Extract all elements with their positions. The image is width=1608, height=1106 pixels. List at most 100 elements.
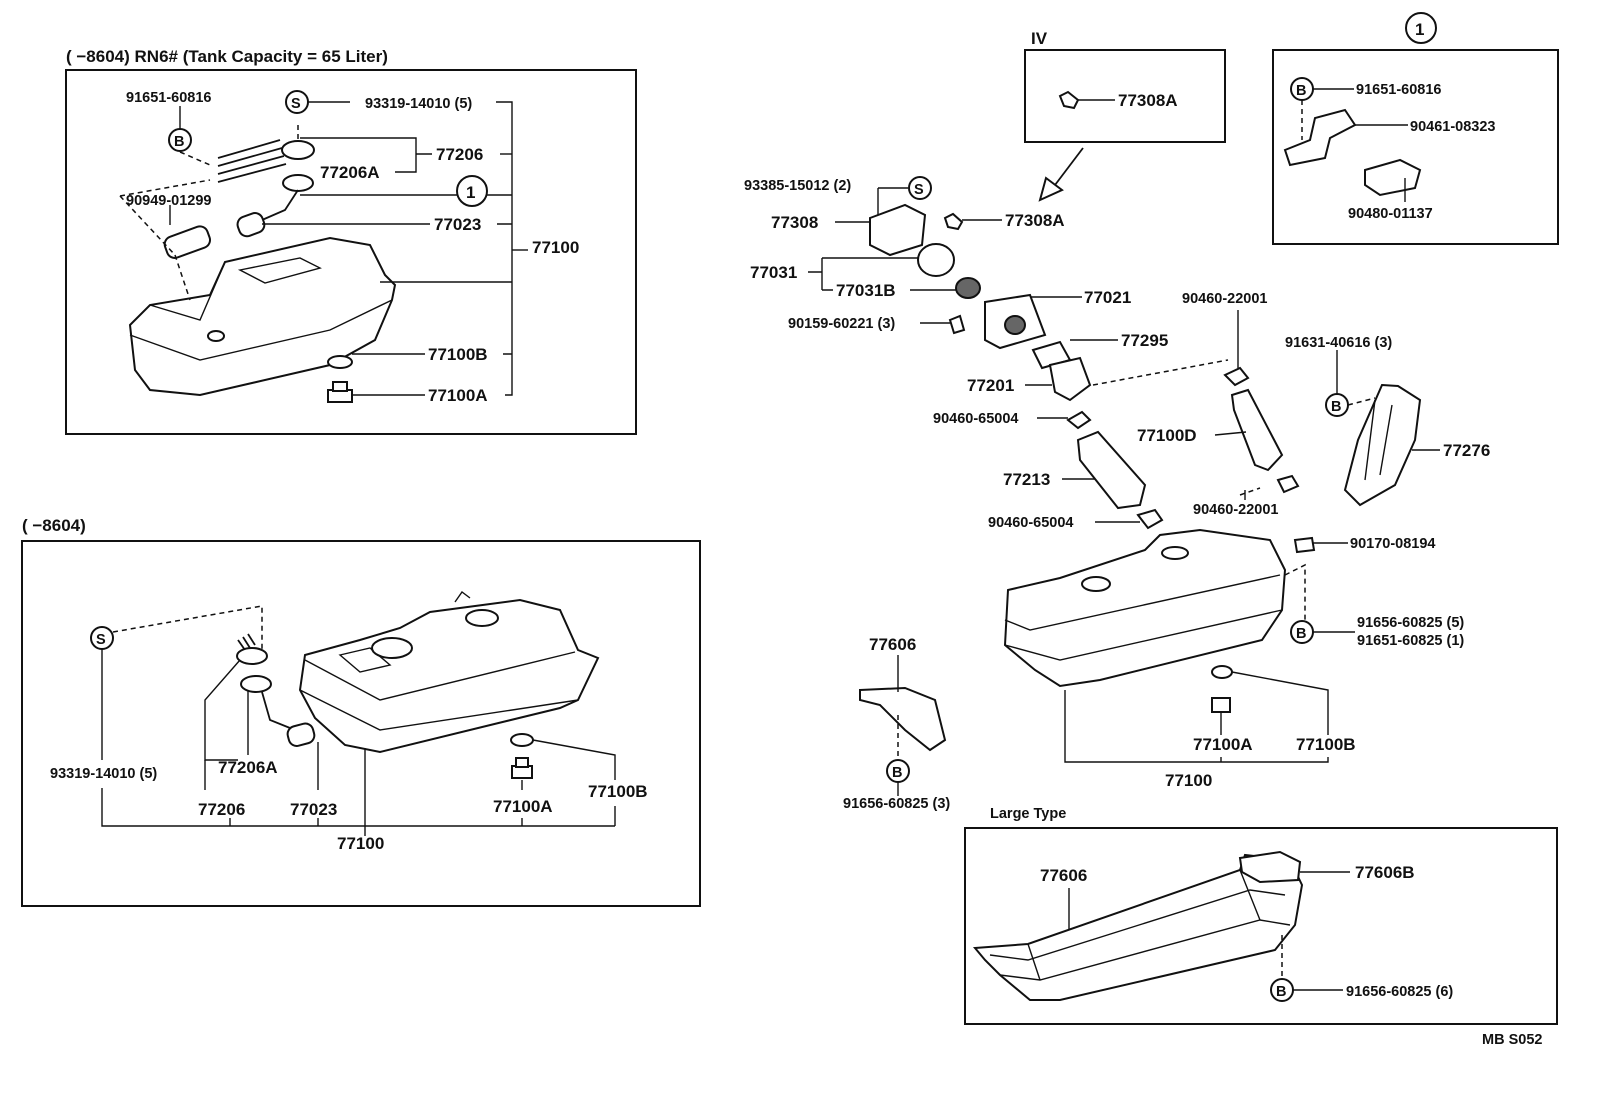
screw-90159-drawing bbox=[948, 314, 966, 335]
clamp-90460-65004-drawing bbox=[1066, 410, 1092, 430]
symbol-b-label: B bbox=[174, 134, 184, 150]
clamp-90460-22001-drawing bbox=[1223, 366, 1250, 387]
label-77308a: 77308A bbox=[1005, 211, 1065, 230]
hose-77100d-drawing bbox=[1230, 388, 1284, 472]
detail-one-header-label: 1 bbox=[1415, 20, 1424, 39]
grommet-77031b-drawing bbox=[955, 277, 981, 299]
washer-77100b-drawing-2 bbox=[510, 733, 534, 747]
panel-large-type-frame bbox=[964, 827, 1558, 1025]
panel-detail-one-frame bbox=[1272, 49, 1559, 245]
label-77276: 77276 bbox=[1443, 441, 1490, 460]
grommet-77031-drawing bbox=[917, 243, 955, 277]
pipe-77201-drawing bbox=[1048, 356, 1092, 402]
label-90460-65004: 90460-65004 bbox=[933, 411, 1018, 427]
symbol-b-label-bracket: B bbox=[1331, 399, 1341, 415]
cushion-90480-drawing bbox=[1364, 158, 1422, 197]
fuel-tank-drawing bbox=[128, 236, 397, 397]
label-77295: 77295 bbox=[1121, 331, 1168, 350]
panel-iv: IV 77308A bbox=[1024, 29, 1226, 202]
label-90461-08323: 90461-08323 bbox=[1410, 119, 1495, 135]
panel-iv-header: IV bbox=[1031, 29, 1048, 48]
label-90460-65004-2: 90460-65004 bbox=[988, 515, 1073, 531]
sender-gauge-drawing bbox=[163, 139, 315, 259]
label-90159-60221: 90159-60221 (3) bbox=[788, 316, 895, 332]
label-90170-08194: 90170-08194 bbox=[1350, 536, 1435, 552]
figure-code: MB S052 bbox=[1482, 1032, 1542, 1048]
washer-77100b-drawing-main bbox=[1211, 665, 1233, 679]
label-77021: 77021 bbox=[1084, 288, 1131, 307]
clamp-90460-22001-drawing-2 bbox=[1276, 474, 1300, 494]
label-91651-60825-1: 91651-60825 (1) bbox=[1357, 633, 1464, 649]
symbol-s-label-2: S bbox=[96, 632, 106, 648]
panel-detail-one: 1 B 91651-60816 90461-08323 90480-01137 bbox=[1272, 12, 1559, 245]
drain-plug-77100a-drawing-main bbox=[1211, 697, 1231, 713]
label-91631-40616: 91631-40616 (3) bbox=[1285, 335, 1392, 351]
label-77100a: 77100A bbox=[428, 386, 488, 405]
fuel-tank-main-drawing bbox=[1003, 528, 1287, 688]
label-77100-main: 77100 bbox=[1165, 771, 1212, 790]
label-77206a: 77206A bbox=[320, 163, 380, 182]
label-77213: 77213 bbox=[1003, 470, 1050, 489]
clamp-90461-drawing bbox=[1283, 108, 1357, 167]
label-91656-60825-3: 91656-60825 (3) bbox=[843, 796, 950, 812]
label-90460-22001-2: 90460-22001 bbox=[1193, 502, 1278, 518]
symbol-b-label-detail: B bbox=[1296, 83, 1306, 99]
arrow-head-icon bbox=[1038, 176, 1064, 202]
label-77031: 77031 bbox=[750, 263, 797, 282]
panel-top-left-frame bbox=[65, 69, 637, 435]
symbol-s-label-main: S bbox=[914, 182, 924, 198]
washer-77100b-drawing bbox=[327, 355, 353, 369]
label-91656-60825-6: 91656-60825 (6) bbox=[1346, 984, 1453, 1000]
symbol-b-label-tank: B bbox=[1296, 626, 1306, 642]
fuel-tank-drawing-2 bbox=[298, 591, 600, 754]
cover-77308-drawing bbox=[869, 203, 927, 257]
symbol-s-circle-main bbox=[908, 176, 932, 200]
label-77606b: 77606B bbox=[1355, 863, 1415, 882]
nut-90170-drawing bbox=[1293, 536, 1316, 554]
label-93385-15012: 93385-15012 (2) bbox=[744, 178, 851, 194]
label-77206: 77206 bbox=[436, 145, 483, 164]
label-77100a-main: 77100A bbox=[1193, 735, 1253, 754]
label-93319-14010: 93319-14010 (5) bbox=[365, 96, 472, 112]
panel-top-left-header: ( −8604) RN6# (Tank Capacity = 65 Liter) bbox=[66, 47, 388, 66]
label-91656-60825-5: 91656-60825 (5) bbox=[1357, 615, 1464, 631]
sender-gauge-drawing-2 bbox=[236, 633, 316, 747]
symbol-s-label: S bbox=[291, 96, 301, 112]
label-77100-2: 77100 bbox=[337, 834, 384, 853]
label-90460-22001: 90460-22001 bbox=[1182, 291, 1267, 307]
label-77606-large: 77606 bbox=[1040, 866, 1087, 885]
label-77100b-main: 77100B bbox=[1296, 735, 1356, 754]
label-77206a-2: 77206A bbox=[218, 758, 278, 777]
symbol-b-label-protector: B bbox=[892, 765, 902, 781]
label-77100a-2: 77100A bbox=[493, 797, 553, 816]
panel-large-type: Large Type B 77606 77606B 91656-60825 (6… bbox=[964, 806, 1558, 1025]
symbol-detail-one-label: 1 bbox=[466, 183, 475, 202]
label-77100d: 77100D bbox=[1137, 426, 1197, 445]
label-77023: 77023 bbox=[434, 215, 481, 234]
symbol-detail-one-circle bbox=[456, 175, 488, 207]
label-90480-01137: 90480-01137 bbox=[1348, 206, 1433, 222]
protector-77606-drawing bbox=[859, 686, 947, 752]
panel-iv-frame bbox=[1024, 49, 1226, 143]
label-77206-2: 77206 bbox=[198, 800, 245, 819]
panel-large-type-header: Large Type bbox=[990, 806, 1066, 822]
label-77023-2: 77023 bbox=[290, 800, 337, 819]
panel-main: S B B B bbox=[744, 176, 1490, 812]
clip-77308a-drawing bbox=[1058, 90, 1080, 110]
label-91651-60816: 91651-60816 bbox=[126, 90, 211, 106]
bracket-77276-drawing bbox=[1343, 383, 1422, 507]
clamp-90460-65004-drawing-2 bbox=[1136, 508, 1164, 530]
label-77308: 77308 bbox=[771, 213, 818, 232]
arrow-shaft bbox=[1054, 147, 1084, 186]
label-91651-60816-detail: 91651-60816 bbox=[1356, 82, 1441, 98]
label-77201: 77201 bbox=[967, 376, 1014, 395]
hose-77213-drawing bbox=[1076, 430, 1147, 510]
panel-bottom-left-frame bbox=[21, 540, 701, 907]
label-77100: 77100 bbox=[532, 238, 579, 257]
protector-large-drawing bbox=[972, 850, 1304, 1001]
symbol-b-label-large: B bbox=[1276, 984, 1286, 1000]
panel-top-left: ( −8604) RN6# (Tank Capacity = 65 Liter) bbox=[65, 47, 637, 435]
label-90949-01299: 90949-01299 bbox=[126, 193, 211, 209]
label-93319-14010-2: 93319-14010 (5) bbox=[50, 766, 157, 782]
